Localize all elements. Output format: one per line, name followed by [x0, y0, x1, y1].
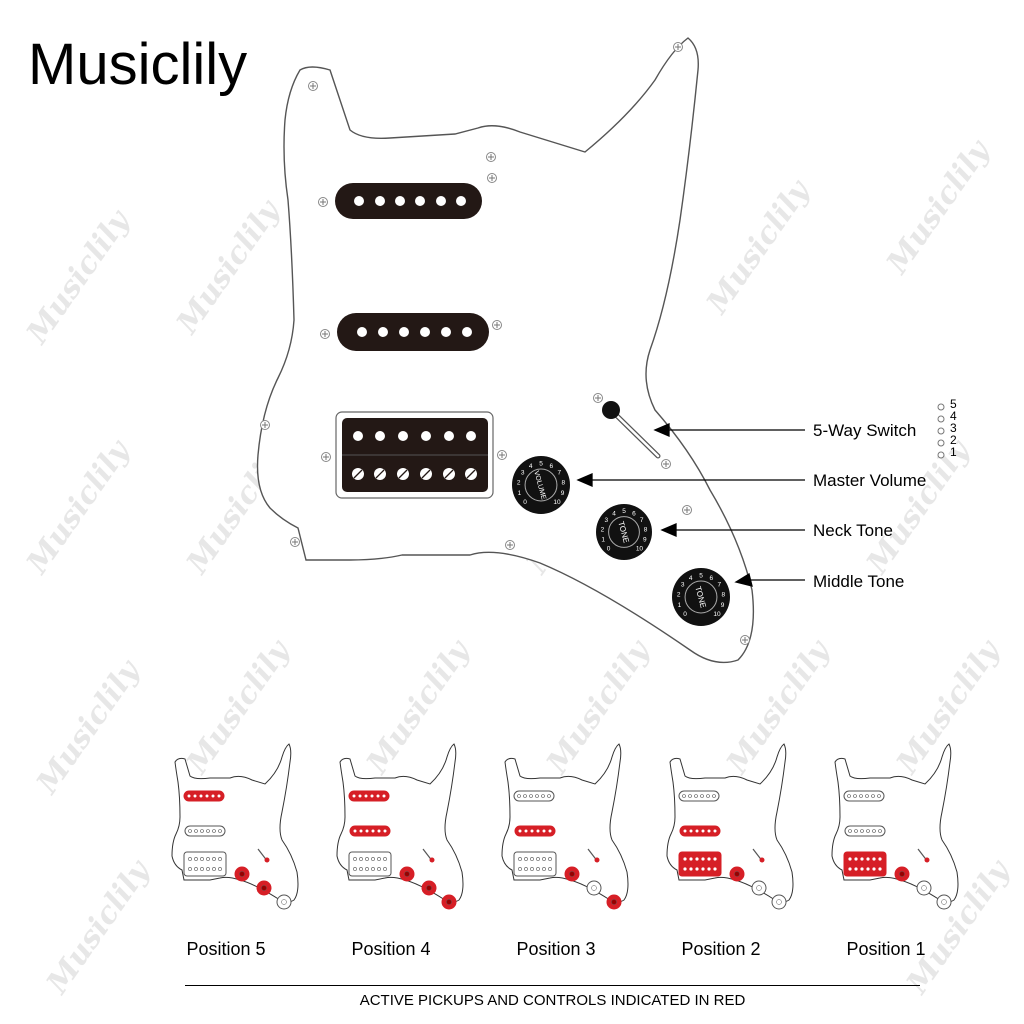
knob-scale-number: 4: [529, 463, 533, 470]
position-diagram: [666, 743, 794, 910]
knob-scale-number: 10: [713, 611, 721, 618]
arrow-middle-tone-icon: [734, 572, 805, 587]
neck-pickup: [318, 173, 497, 219]
neck-tone-callout: Neck Tone: [813, 521, 894, 540]
knob-scale-number: 6: [549, 463, 553, 470]
volume-callout: Master Volume: [813, 471, 927, 490]
position-label: Position 4: [351, 939, 431, 959]
knob-scale-number: 5: [699, 572, 703, 579]
knob-scale-number: 4: [689, 575, 693, 582]
middle-pickup: [320, 313, 502, 351]
screw-icon: [593, 393, 603, 403]
mini-bridge-humbucker: [348, 851, 392, 877]
screw-icon: [740, 635, 750, 645]
switch-position-2: 2: [950, 433, 957, 447]
knob-scale-number: 7: [640, 517, 644, 524]
knob-scale-number: 8: [644, 527, 648, 534]
arrow-volume-icon: [576, 473, 805, 487]
footer-note: ACTIVE PICKUPS AND CONTROLS INDICATED IN…: [359, 992, 746, 1009]
knob-scale-number: 2: [601, 527, 605, 534]
switch-callout: 5-Way Switch: [813, 421, 917, 440]
mini-neck-pickup: [678, 790, 720, 802]
knob-scale-number: 10: [553, 499, 561, 506]
knob-scale-number: 9: [561, 490, 565, 497]
mini-neck-pickup: [348, 790, 390, 802]
screw-icon: [486, 152, 496, 162]
knob-scale-number: 0: [683, 611, 687, 618]
brand-logo: Musiclily: [28, 32, 248, 97]
knob-scale-number: 0: [607, 545, 611, 552]
position-label: Position 3: [516, 939, 596, 959]
screw-icon: [682, 505, 692, 515]
screw-icon: [661, 459, 671, 469]
bridge-humbucker: [321, 411, 507, 499]
position-diagram: [831, 743, 959, 910]
position-label: Position 2: [681, 939, 761, 959]
mini-bridge-humbucker: [843, 851, 887, 877]
knob-scale-number: 10: [636, 545, 644, 552]
knob-scale-number: 6: [632, 511, 636, 518]
position-label: Position 1: [846, 939, 926, 959]
knob-scale-number: 5: [539, 460, 543, 467]
knob-scale-number: 2: [677, 591, 681, 598]
knob-scale-number: 1: [601, 537, 605, 544]
knob-scale-number: 3: [681, 582, 685, 589]
screw-icon: [673, 42, 683, 52]
switch-position-4: 4: [950, 409, 957, 423]
mini-middle-pickup: [514, 825, 556, 837]
position-label: Position 5: [186, 939, 266, 959]
knob-scale-number: 3: [605, 517, 609, 524]
knob-scale-number: 9: [721, 602, 725, 609]
divider: [185, 985, 920, 986]
screw-icon: [290, 537, 300, 547]
screw-icon: [260, 420, 270, 430]
knob-scale-number: 6: [709, 575, 713, 582]
knob-scale-number: 7: [717, 582, 721, 589]
knob-scale-number: 5: [622, 508, 626, 515]
five-way-switch[interactable]: [602, 401, 661, 459]
screw-icon: [505, 540, 515, 550]
mini-middle-pickup: [679, 825, 721, 837]
position-diagram: [501, 743, 629, 910]
position-diagram: [171, 743, 299, 910]
mini-neck-pickup: [183, 790, 225, 802]
knob-scale-number: 7: [557, 470, 561, 477]
knob-scale-number: 1: [518, 490, 522, 497]
middle-tone-callout: Middle Tone: [813, 572, 905, 591]
mini-bridge-humbucker: [183, 851, 227, 877]
mini-neck-pickup: [513, 790, 555, 802]
mini-bridge-humbucker: [513, 851, 557, 877]
knob-scale-number: 8: [562, 479, 566, 486]
switch-position-3: 3: [950, 421, 957, 435]
position-diagram: [336, 743, 464, 910]
knob-scale-number: 2: [517, 479, 521, 486]
knob-scale-number: 3: [521, 470, 525, 477]
knob-scale-number: 1: [678, 602, 682, 609]
mini-middle-pickup: [349, 825, 391, 837]
mini-bridge-humbucker: [678, 851, 722, 877]
mini-middle-pickup: [184, 825, 226, 837]
knob-scale-number: 9: [643, 537, 647, 544]
pickguard: [256, 37, 755, 664]
mini-neck-pickup: [843, 790, 885, 802]
switch-position-dots: [937, 403, 945, 459]
screw-icon: [308, 81, 318, 91]
arrow-neck-tone-icon: [660, 523, 805, 537]
arrow-switch-icon: [653, 423, 805, 437]
knob-scale-number: 4: [612, 511, 616, 518]
switch-position-1: 1: [950, 445, 957, 459]
switch-position-5: 5: [950, 397, 957, 411]
knob-scale-number: 0: [523, 499, 527, 506]
mini-middle-pickup: [844, 825, 886, 837]
knob-scale-number: 8: [722, 591, 726, 598]
